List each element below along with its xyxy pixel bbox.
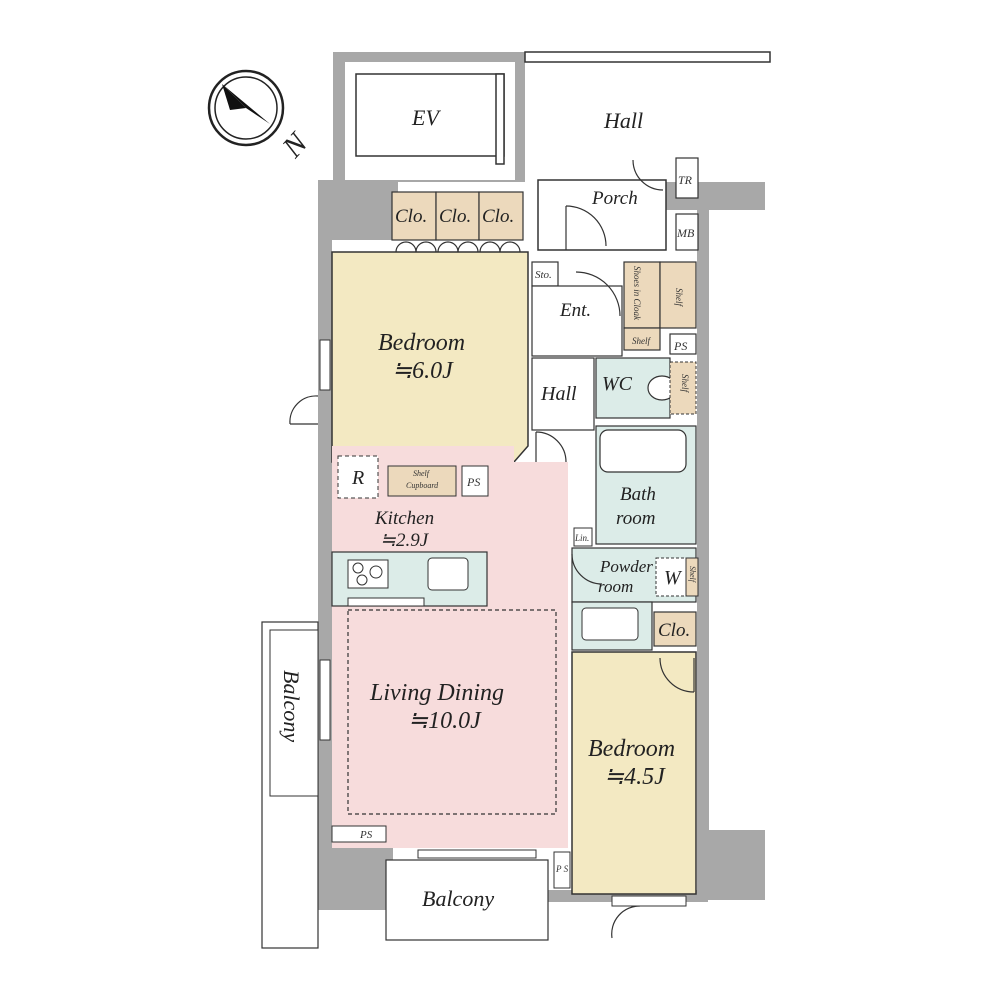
w-shelf-label: Shelf — [688, 566, 697, 584]
ev-label: EV — [411, 105, 441, 130]
balcony-side-label: Balcony — [279, 670, 304, 742]
mb-label: MB — [676, 226, 695, 240]
porch-area — [537, 179, 667, 251]
closet-row-top — [391, 191, 524, 241]
bedroom-2-area — [571, 651, 697, 895]
shelf-label-b: Shelf — [632, 336, 651, 346]
shoes-cloak-label: Shoes in Cloak — [632, 266, 642, 321]
closet-label-2: Clo. — [439, 206, 471, 227]
bedroom-2-size: ≒4.5J — [604, 764, 666, 790]
shelf-cupboard-label-2: Cupboard — [406, 481, 439, 490]
powder-label-1: Powder — [599, 557, 653, 576]
hall-top-label: Hall — [603, 108, 643, 133]
wc-shelf-label: Shelf — [680, 374, 690, 393]
kitchen-counter — [331, 551, 488, 607]
refrigerator-label: R — [351, 467, 364, 489]
living-dining-label: Living Dining — [369, 680, 504, 706]
ps-label-1: PS — [673, 339, 687, 353]
closet-label-1: Clo. — [395, 206, 427, 227]
closet-label-3: Clo. — [482, 206, 514, 227]
entrance-label: Ent. — [559, 300, 591, 321]
hall-mid-area — [531, 357, 595, 431]
bedroom-1-label: Bedroom — [378, 330, 465, 356]
north-label: N — [275, 125, 315, 164]
ps-label-2: PS — [466, 475, 480, 489]
shelf-cupboard-label-1: Shelf — [413, 469, 431, 478]
shelf-label-a: Shelf — [674, 288, 684, 307]
kitchen-label: Kitchen — [374, 508, 434, 529]
closet-label-4: Clo. — [658, 620, 690, 641]
entrance-area — [531, 285, 623, 357]
storage-label: Sto. — [535, 269, 552, 281]
washer-label: W — [664, 567, 683, 589]
bath-label-2: room — [616, 508, 655, 529]
ps-label-4: P S — [555, 864, 569, 874]
north-arrow-icon — [207, 69, 285, 147]
ps-label-3: PS — [359, 829, 373, 841]
kitchen-size: ≒2.9J — [380, 530, 430, 551]
linen-label: Lin. — [574, 533, 589, 543]
bedroom-2-label: Bedroom — [588, 736, 675, 762]
balcony-bottom-area — [385, 859, 549, 941]
tr-label: TR — [678, 173, 693, 187]
bedroom-1-size: ≒6.0J — [392, 358, 454, 384]
living-dining-size: ≒10.0J — [408, 708, 482, 734]
hall-top-area — [525, 52, 770, 182]
elevator — [345, 62, 515, 180]
bedroom-1-area — [331, 251, 529, 463]
hall-mid-label: Hall — [540, 383, 577, 405]
powder-label-2: room — [598, 577, 633, 596]
balcony-bottom-label: Balcony — [422, 886, 494, 911]
bath-label-1: Bath — [620, 484, 656, 505]
wc-label: WC — [602, 373, 633, 395]
living-kitchen-area — [332, 446, 568, 848]
porch-label: Porch — [591, 188, 638, 209]
